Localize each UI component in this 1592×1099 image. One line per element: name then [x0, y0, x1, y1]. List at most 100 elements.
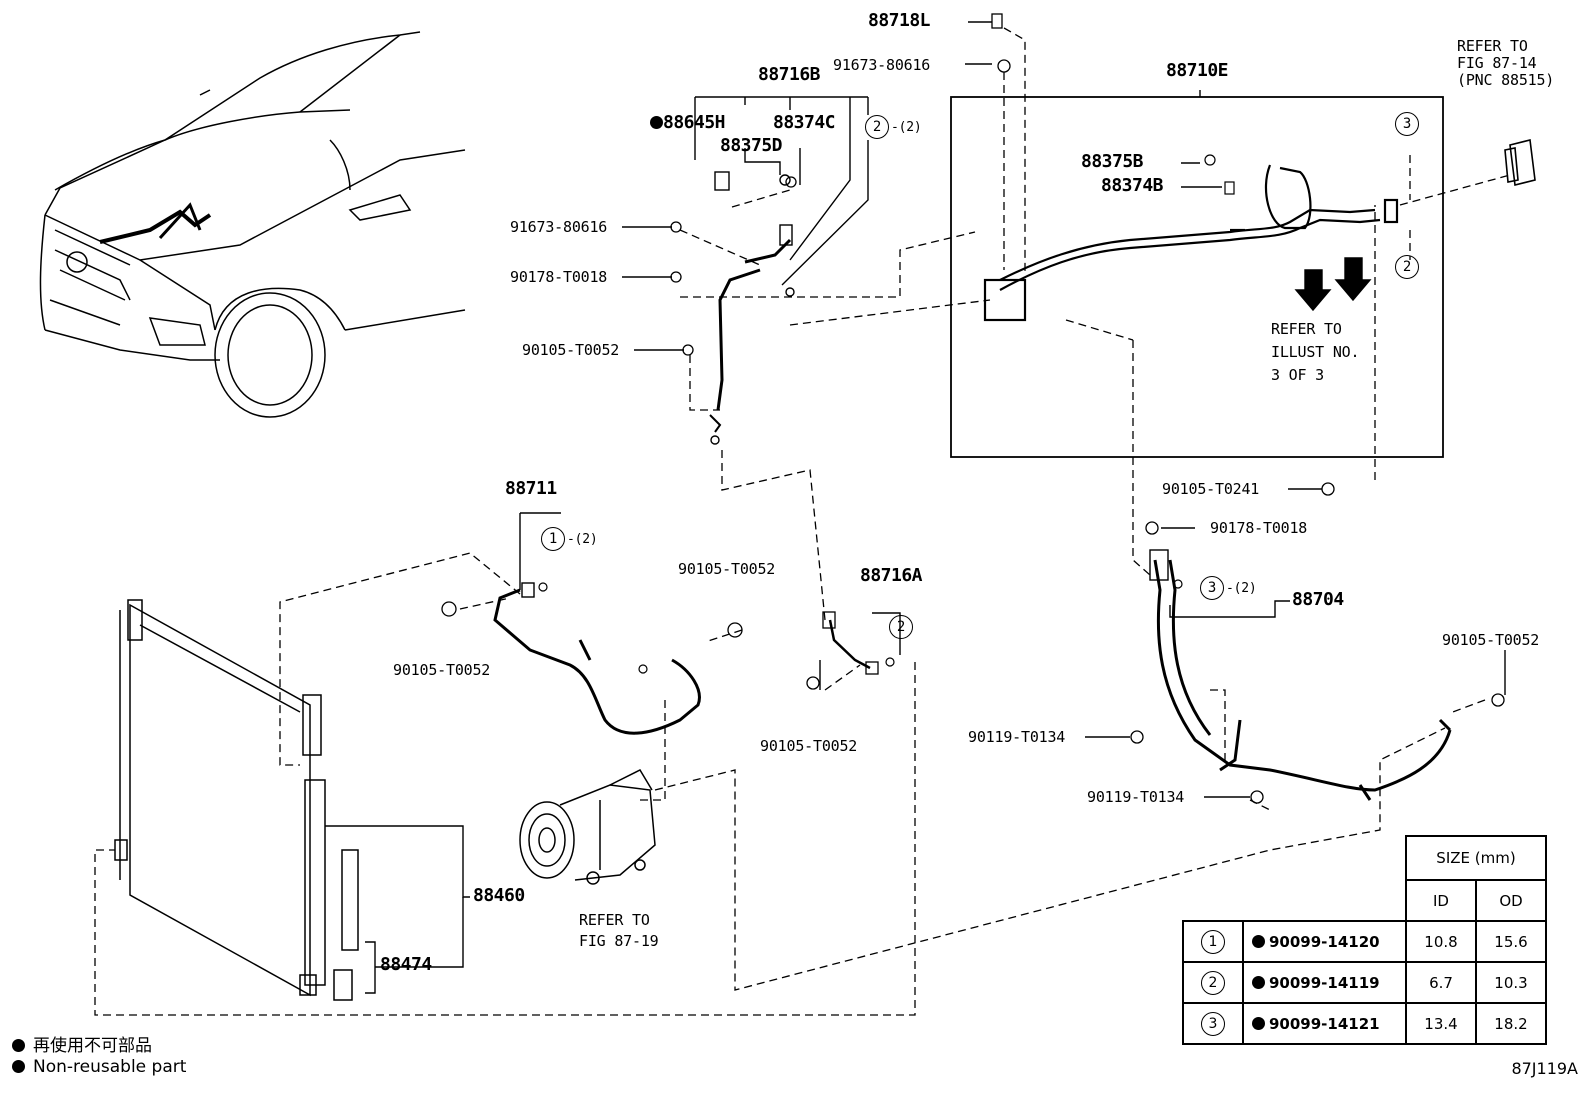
refer-fig-87-19-note[interactable]: REFER TO FIG 87-19	[579, 910, 659, 952]
od-cell: 18.2	[1475, 1002, 1547, 1045]
label-88704[interactable]: 88704	[1292, 589, 1344, 610]
label-88474[interactable]: 88474	[380, 954, 432, 975]
refer-line: FIG 87-19	[579, 932, 659, 950]
od-cell: 15.6	[1475, 920, 1547, 963]
label-88711[interactable]: 88711	[505, 478, 557, 499]
hose-88716B-group	[694, 96, 869, 445]
diagram-id: 87J119A	[1511, 1059, 1578, 1078]
ref-2-icon: 2	[865, 115, 889, 139]
refer-arrows	[1294, 257, 1372, 312]
label-88716A[interactable]: 88716A	[860, 565, 923, 586]
table-row[interactable]: 1 90099-14120 10.8 15.6	[1182, 920, 1547, 963]
legend-jp: 再使用不可部品	[12, 1031, 152, 1056]
refer-line: REFER TO	[579, 911, 650, 929]
ref-2-icon: 2	[1395, 255, 1419, 279]
ref-3-icon: 3	[1201, 1011, 1225, 1036]
legend-jp-text: 再使用不可部品	[33, 1036, 152, 1056]
label-90178-T0018-left[interactable]: 90178-T0018	[510, 268, 608, 286]
label-91673-80616-mid[interactable]: 91673-80616	[510, 218, 608, 236]
label-91673-80616-top[interactable]: 91673-80616	[833, 56, 931, 74]
refer-line: REFER TO	[1271, 320, 1342, 338]
ref-1-icon: 1	[1201, 929, 1225, 954]
leader-lines	[325, 21, 1506, 994]
label-88716B[interactable]: 88716B	[758, 64, 821, 85]
ref-cell: 2	[1182, 961, 1244, 1004]
label-90105-T0052-center[interactable]: 90105-T0052	[760, 737, 858, 755]
o-ring-size-table: SIZE (mm) ID OD 1 90099-14120 10.8 15.6 …	[1182, 835, 1547, 1045]
label-88645H-text: 88645H	[663, 112, 726, 133]
vehicle-illustration	[39, 31, 466, 418]
label-88375D[interactable]: 88375D	[720, 135, 783, 156]
label-88374C[interactable]: 88374C	[773, 112, 836, 133]
label-88460[interactable]: 88460	[473, 885, 525, 906]
part-cell: 90099-14121	[1242, 1002, 1407, 1045]
table-row[interactable]: 2 90099-14119 6.7 10.3	[1182, 961, 1547, 1004]
refer-fig-87-14-note[interactable]: REFER TO FIG 87-14 (PNC 88515)	[1457, 38, 1554, 89]
part-cell: 90099-14119	[1242, 961, 1407, 1004]
fasteners	[441, 13, 1505, 804]
ref-cell: 1	[1182, 920, 1244, 963]
hose-88710E-group	[983, 164, 1399, 322]
ref-1-icon: 1	[541, 527, 565, 551]
ref-circle-3-right[interactable]: 3	[1395, 112, 1419, 136]
ref-circle-2-top[interactable]: 2-(2)	[865, 115, 922, 139]
label-90105-T0241[interactable]: 90105-T0241	[1162, 480, 1260, 498]
label-90178-T0018-right[interactable]: 90178-T0018	[1210, 519, 1308, 537]
col-id: ID	[1405, 879, 1477, 922]
col-od: OD	[1475, 879, 1547, 922]
refer-line: (PNC 88515)	[1457, 71, 1555, 89]
qty-label: -(2)	[1226, 581, 1257, 596]
hose-88716A	[822, 611, 895, 675]
non-reusable-dot-icon	[1252, 1016, 1265, 1030]
label-88710E[interactable]: 88710E	[1166, 60, 1229, 81]
dashed-connectors	[94, 27, 1511, 1016]
refer-line: FIG 87-14	[1457, 54, 1537, 72]
label-90119-T0134-a[interactable]: 90119-T0134	[968, 728, 1066, 746]
non-reusable-dot-icon	[1252, 975, 1265, 989]
refer-illust-note: REFER TO ILLUST NO. 3 OF 3	[1271, 318, 1360, 387]
part-number: 90099-14119	[1269, 973, 1380, 992]
non-reusable-dot-icon	[1252, 934, 1265, 948]
od-cell: 10.3	[1475, 961, 1547, 1004]
qty-label: -(2)	[891, 120, 922, 135]
ref-3-icon: 3	[1395, 112, 1419, 136]
id-cell: 13.4	[1405, 1002, 1477, 1045]
qty-label: -(2)	[567, 532, 598, 547]
refer-line: ILLUST NO.	[1271, 343, 1360, 361]
hose-88704	[1149, 549, 1452, 801]
label-90105-T0052-far-right[interactable]: 90105-T0052	[1442, 631, 1540, 649]
label-88374B[interactable]: 88374B	[1101, 175, 1164, 196]
part-88515	[1504, 139, 1536, 186]
non-reusable-dot-icon	[12, 1060, 25, 1073]
refer-line: REFER TO	[1457, 37, 1528, 55]
ref-2-icon: 2	[889, 615, 913, 639]
label-90119-T0134-b[interactable]: 90119-T0134	[1087, 788, 1185, 806]
label-88718L[interactable]: 88718L	[868, 10, 931, 31]
size-header: SIZE (mm)	[1405, 835, 1547, 881]
ref-circle-3-mid[interactable]: 3-(2)	[1200, 576, 1257, 600]
label-90105-T0052-mid[interactable]: 90105-T0052	[678, 560, 776, 578]
id-cell: 10.8	[1405, 920, 1477, 963]
condenser-88460	[114, 599, 359, 1001]
refer-line: 3 OF 3	[1271, 366, 1324, 384]
part-number: 90099-14120	[1269, 932, 1380, 951]
ref-circle-1[interactable]: 1-(2)	[541, 527, 598, 551]
id-cell: 6.7	[1405, 961, 1477, 1004]
label-90105-T0052-left-top[interactable]: 90105-T0052	[522, 341, 620, 359]
ref-circle-2-mid[interactable]: 2	[889, 615, 913, 639]
part-cell: 90099-14120	[1242, 920, 1407, 963]
hose-88711	[493, 582, 701, 735]
label-90105-T0052-left-bottom[interactable]: 90105-T0052	[393, 661, 491, 679]
legend-en: Non-reusable part	[12, 1057, 186, 1077]
table-row[interactable]: 3 90099-14121 13.4 18.2	[1182, 1002, 1547, 1045]
compressor	[519, 769, 656, 885]
non-reusable-dot-icon	[12, 1039, 25, 1052]
ref-2-icon: 2	[1201, 970, 1225, 995]
ref-circle-2-right[interactable]: 2	[1395, 255, 1419, 279]
part-number: 90099-14121	[1269, 1014, 1380, 1033]
label-88645H[interactable]: 88645H	[650, 112, 726, 133]
label-88375B[interactable]: 88375B	[1081, 151, 1144, 172]
legend-en-text: Non-reusable part	[33, 1057, 187, 1077]
ref-3-icon: 3	[1200, 576, 1224, 600]
